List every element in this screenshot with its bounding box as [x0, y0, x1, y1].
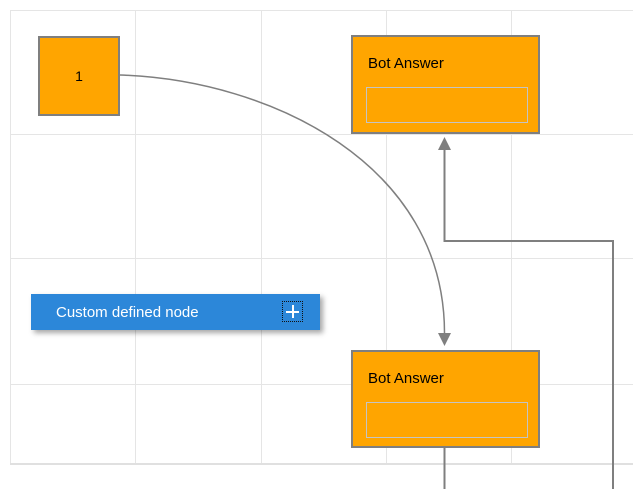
grid-line [386, 10, 387, 464]
grid-line [10, 134, 633, 135]
plus-icon [283, 302, 302, 321]
answer-input-port[interactable] [366, 87, 528, 123]
add-node-button[interactable] [282, 301, 303, 322]
orthogonal-connector[interactable] [443, 150, 614, 489]
grid-line [511, 10, 512, 464]
custom-defined-node-label: Custom defined node [56, 303, 199, 321]
node-title: Bot Answer [368, 55, 444, 72]
grid-line [10, 10, 633, 11]
curved-connector[interactable] [119, 74, 446, 334]
grid-line [10, 384, 633, 385]
custom-defined-node-item[interactable]: Custom defined node [31, 294, 320, 330]
arrowhead-up-icon[interactable] [438, 137, 451, 150]
grid-line [261, 10, 262, 464]
canvas-bottom-edge [10, 463, 633, 465]
start-node[interactable]: 1 [38, 36, 120, 116]
answer-input-port[interactable] [366, 402, 528, 438]
bot-answer-node-top[interactable]: Bot Answer [351, 35, 540, 134]
start-node-label: 1 [75, 68, 83, 84]
bot-answer-node-bottom[interactable]: Bot Answer [351, 350, 540, 448]
node-title: Bot Answer [368, 370, 444, 387]
arrowhead-down-icon[interactable] [438, 333, 451, 346]
grid-line [10, 10, 11, 464]
grid-line [135, 10, 136, 464]
grid-line [10, 258, 633, 259]
